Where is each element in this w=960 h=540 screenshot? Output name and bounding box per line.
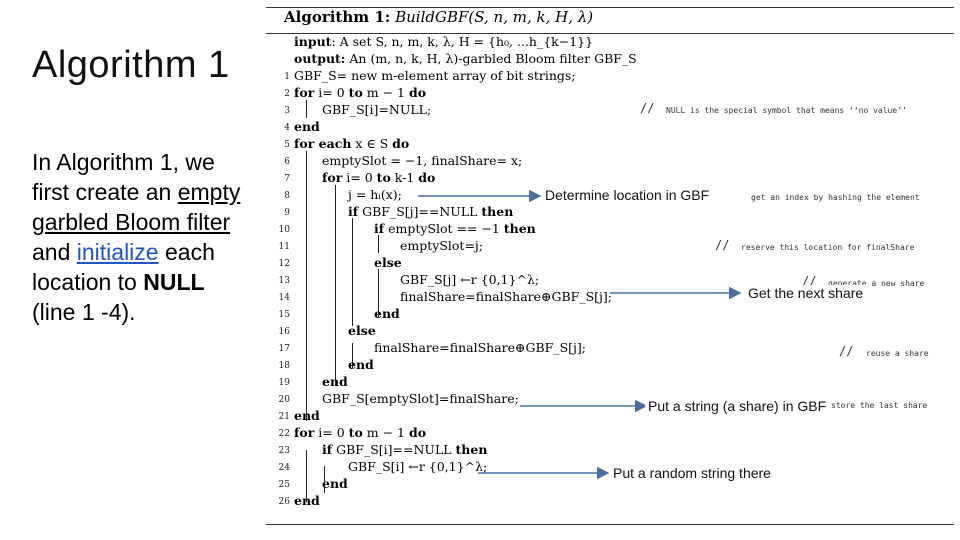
line-number: 26 <box>278 497 290 507</box>
line-number: 23 <box>278 446 290 456</box>
line-number: 6 <box>284 157 290 167</box>
description-underlined: empty garbled Bloom filter <box>32 179 241 235</box>
algorithm-line: finalShare=finalShare⊕GBF_S[j]; <box>400 289 612 304</box>
algorithm-line: emptySlot = −1, finalShare= x; <box>322 153 523 168</box>
algorithm-line: end <box>294 119 320 134</box>
algorithm-line: for i= 0 to m − 1 do <box>294 85 427 100</box>
annotation-next-share: Get the next share <box>745 285 867 301</box>
algorithm-line: for i= 0 to m − 1 do <box>294 425 427 440</box>
line-number: 18 <box>278 361 290 371</box>
line-number: 19 <box>278 378 290 388</box>
algorithm-input: input: A set S, n, m, k, λ, H = {h₀, ...… <box>294 34 594 49</box>
line-number: 1 <box>284 72 290 82</box>
algorithm-title: Algorithm 1: BuildGBF(S, n, m, k, H, λ) <box>284 8 593 26</box>
comment-line-20: store the last share <box>831 401 928 410</box>
comment-line-3: NULL is the special symbol that means ‘‘… <box>666 106 907 115</box>
block-bar <box>324 466 325 493</box>
algorithm-line: end <box>374 306 400 321</box>
bottom-rule <box>266 524 954 525</box>
block-bar <box>306 151 307 421</box>
initialize-link[interactable]: initialize <box>76 239 159 265</box>
block-bar <box>352 218 353 326</box>
algorithm-line: if emptySlot == −1 then <box>374 221 536 236</box>
algorithm-line: for each x ∈ S do <box>294 136 410 151</box>
line-number: 2 <box>284 89 290 99</box>
description-text-2: and <box>32 239 77 265</box>
algorithm-line: GBF_S[i]=NULL; <box>322 102 432 117</box>
line-number: 4 <box>284 123 290 133</box>
algorithm-line: else <box>348 323 376 338</box>
algorithm-line: for i= 0 to k-1 do <box>322 170 436 185</box>
line-number: 13 <box>278 276 290 286</box>
algorithm-line: else <box>374 255 402 270</box>
line-number: 21 <box>278 412 290 422</box>
block-bar <box>335 185 336 385</box>
slide-description: In Algorithm 1, we first create an empty… <box>32 147 247 327</box>
line-number: 16 <box>278 327 290 337</box>
comment-marker: // <box>715 238 730 252</box>
line-number: 17 <box>278 344 290 354</box>
algorithm-line: end <box>348 357 374 372</box>
block-bar <box>378 235 379 253</box>
algorithm-line: end <box>322 374 348 389</box>
algorithm-line: if GBF_S[j]==NULL then <box>348 204 514 219</box>
line-number: 5 <box>284 140 290 150</box>
line-number: 14 <box>278 293 290 303</box>
algorithm-line: if GBF_S[i]==NULL then <box>322 442 488 457</box>
line-number: 9 <box>284 208 290 218</box>
algorithm-figure: Algorithm 1: BuildGBF(S, n, m, k, H, λ) … <box>266 0 954 530</box>
algorithm-output: output: An (m, n, k, H, λ)-garbled Bloom… <box>294 51 637 66</box>
algorithm-line: j = hᵢ(x); <box>348 187 402 202</box>
slide-title: Algorithm 1 <box>32 44 230 86</box>
algorithm-line: finalShare=finalShare⊕GBF_S[j]; <box>374 340 586 355</box>
comment-line-13: generate a new share <box>828 279 925 288</box>
annotation-determine-location: Determine location in GBF <box>542 187 713 203</box>
title-rule <box>266 33 954 34</box>
comment-marker: // <box>640 101 655 115</box>
line-number: 24 <box>278 463 290 473</box>
line-number: 20 <box>278 395 290 405</box>
line-number: 7 <box>284 174 290 184</box>
block-bar <box>378 269 379 317</box>
algorithm-line: GBF_S= new m-element array of bit string… <box>294 68 576 83</box>
line-number: 8 <box>284 191 290 201</box>
line-number: 3 <box>284 106 290 116</box>
comment-line-8: get an index by hashing the element <box>751 193 920 202</box>
algorithm-name: BuildGBF(S, n, m, k, H, λ) <box>395 8 594 26</box>
top-rule <box>266 7 954 8</box>
line-number: 25 <box>278 480 290 490</box>
block-bar <box>306 450 307 502</box>
description-text-1: In Algorithm 1, we first create an <box>32 149 215 205</box>
annotation-put-share: Put a string (a share) in GBF <box>645 398 830 414</box>
algorithm-line: emptySlot=j; <box>400 238 484 253</box>
algorithm-line: GBF_S[j] ←r {0,1}^λ; <box>400 272 540 287</box>
algorithm-label: Algorithm 1: <box>284 8 391 26</box>
line-number: 12 <box>278 259 290 269</box>
comment-marker: // <box>802 274 817 288</box>
line-number: 10 <box>278 225 290 235</box>
block-bar <box>352 343 353 368</box>
algorithm-line: end <box>322 476 348 491</box>
line-number: 11 <box>278 242 290 252</box>
comment-line-11: reserve this location for finalShare <box>741 243 915 252</box>
annotation-random-string: Put a random string there <box>610 465 774 481</box>
description-text-4: (line 1 -4). <box>32 299 136 325</box>
line-number: 15 <box>278 310 290 320</box>
algorithm-line: GBF_S[emptySlot]=finalShare; <box>322 391 519 406</box>
comment-marker: // <box>839 344 854 358</box>
algorithm-line: GBF_S[i] ←r {0,1}^λ; <box>348 459 488 474</box>
line-number: 22 <box>278 429 290 439</box>
comment-line-17: reuse a share <box>866 349 929 358</box>
description-text-3: each location to <box>32 239 215 295</box>
description-null: NULL <box>143 269 205 295</box>
block-bar <box>306 100 307 118</box>
